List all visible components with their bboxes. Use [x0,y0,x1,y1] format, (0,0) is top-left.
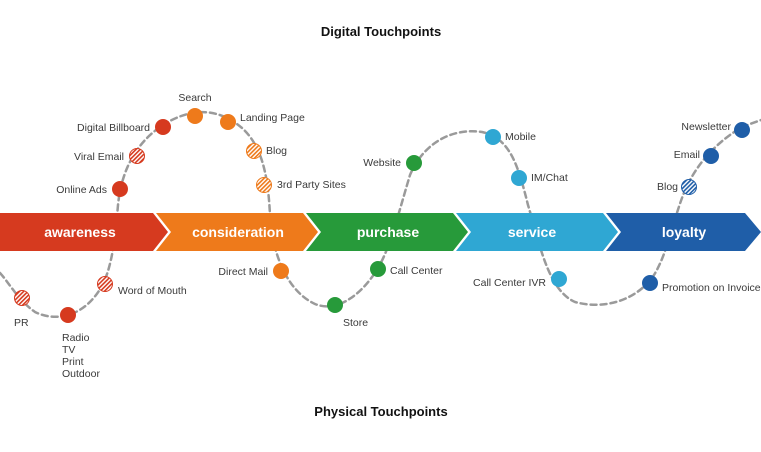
touchpoint-digital-billboard: Digital Billboard [77,119,171,135]
touchpoint-dot [551,271,567,287]
touchpoint-label-outdoor: Outdoor [62,368,100,380]
touchpoint-label: Newsletter [681,121,731,133]
stage-service [456,213,618,251]
touchpoint-label: Promotion on Invoice [662,282,761,294]
digital-touchpoints-heading: Digital Touchpoints [321,24,441,39]
touchpoint-blog-consideration: Blog [246,143,287,159]
touchpoint-dot [642,275,658,291]
touchpoint-word-of-mouth: Word of Mouth [97,276,187,297]
touchpoint-label: Email [674,149,700,161]
touchpoint-dot-hatched [681,179,697,195]
touchpoint-store: Store [327,297,368,329]
stage-purchase [306,213,468,251]
stage-label-purchase: purchase [357,224,419,240]
touchpoint-label: Call Center [390,265,443,277]
touchpoint-label: Digital Billboard [77,122,150,134]
touchpoint-viral-email: Viral Email [74,148,145,164]
touchpoint-call-center-ivr: Call Center IVR [473,271,567,289]
touchpoint-label-print: Print [62,356,84,368]
stage-label-loyalty: loyalty [662,224,707,240]
touchpoint-email: Email [674,148,719,164]
touchpoint-newsletter: Newsletter [681,121,750,138]
touchpoint-label-tv: TV [62,344,75,356]
touchpoint-label: PR [14,317,29,329]
touchpoint-label: IM/Chat [531,172,568,184]
touchpoint-dot-hatched [97,276,113,292]
touchpoint-label: Viral Email [74,151,124,163]
touchpoint-label: Website [363,157,401,169]
touchpoint-direct-mail: Direct Mail [218,263,289,279]
touchpoint-dot [734,122,750,138]
touchpoint-dot-hatched [246,143,262,159]
touchpoint-label: Word of Mouth [118,285,187,297]
touchpoint-label: 3rd Party Sites [277,179,346,191]
touchpoint-im-chat: IM/Chat [511,170,568,186]
touchpoint-dot [485,129,501,145]
stage-label-service: service [508,224,556,240]
touchpoint-radio-tv-print-outdoor: Radio TV Print Outdoor [60,307,100,380]
touchpoint-promotion-on-invoice: Promotion on Invoice [642,275,761,294]
touchpoint-call-center: Call Center [370,261,443,277]
touchpoint-blog-loyalty: Blog [657,179,697,195]
stage-arrows: awareness consideration purchase service… [0,213,761,251]
touchpoint-dot [327,297,343,313]
touchpoint-label: Online Ads [56,184,107,196]
touchpoint-dot [187,108,203,124]
stage-label-awareness: awareness [44,224,116,240]
touchpoint-website: Website [363,155,422,171]
touchpoint-online-ads: Online Ads [56,181,128,197]
touchpoint-label: Blog [266,145,287,157]
touchpoint-label: Blog [657,181,678,193]
touchpoint-label: Direct Mail [218,266,268,278]
touchpoint-dot [703,148,719,164]
touchpoint-dot [273,263,289,279]
touchpoint-mobile: Mobile [485,129,536,145]
touchpoint-dot [406,155,422,171]
touchpoint-label: Call Center IVR [473,277,546,289]
touchpoint-search: Search [178,92,212,124]
touchpoint-dot [370,261,386,277]
touchpoint-dot-hatched [129,148,145,164]
touchpoint-landing-page: Landing Page [220,112,305,130]
touchpoint-label: Mobile [505,131,536,143]
touchpoint-3rd-party-sites: 3rd Party Sites [256,177,346,193]
touchpoint-dot [112,181,128,197]
stage-loyalty [606,213,761,251]
touchpoint-dot [155,119,171,135]
touchpoint-label: Store [343,317,368,329]
touchpoint-dot [220,114,236,130]
touchpoint-dot-hatched [14,290,30,306]
touchpoint-label-radio: Radio [62,332,90,344]
stage-awareness [0,213,168,251]
physical-touchpoints-heading: Physical Touchpoints [314,404,447,419]
touchpoint-dot [60,307,76,323]
touchpoint-dot [511,170,527,186]
stage-label-consideration: consideration [192,224,284,240]
touchpoint-label: Landing Page [240,112,305,124]
touchpoint-label: Search [178,92,211,104]
touchpoint-dot-hatched [256,177,272,193]
stage-consideration [156,213,318,251]
touchpoint-pr: PR [14,290,30,329]
